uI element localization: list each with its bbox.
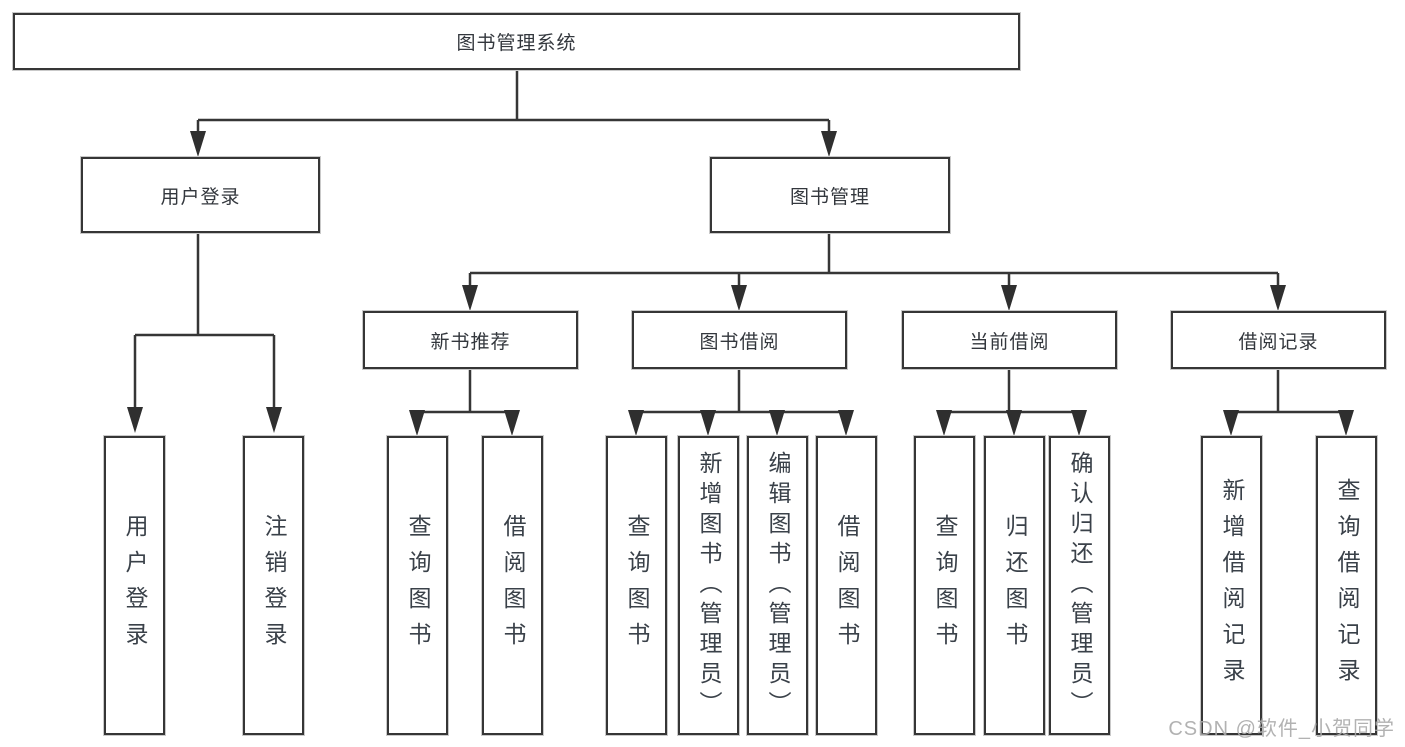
leaf-user-login-label: 用户登录 bbox=[122, 513, 148, 658]
node-root-label: 图书管理系统 bbox=[456, 33, 577, 54]
leaf-logout: 注销登录 bbox=[243, 436, 304, 735]
leaf-query-borrow-record-label: 查询借阅记录 bbox=[1334, 477, 1360, 694]
leaf-borrow-book-recommend-label: 借阅图书 bbox=[500, 513, 526, 658]
node-book-borrow: 图书借阅 bbox=[632, 311, 847, 369]
leaf-query-book-borrow-label: 查询图书 bbox=[624, 513, 650, 658]
leaf-confirm-return-admin: 确认归还（管理员） bbox=[1049, 436, 1110, 735]
leaf-logout-label: 注销登录 bbox=[261, 513, 287, 658]
leaf-return-book: 归还图书 bbox=[984, 436, 1045, 735]
leaf-confirm-return-admin-label: 确认归还（管理员） bbox=[1067, 450, 1093, 721]
leaf-borrow-book-recommend: 借阅图书 bbox=[482, 436, 543, 735]
leaf-query-book-current-label: 查询图书 bbox=[932, 513, 958, 658]
node-book-borrow-label: 图书借阅 bbox=[699, 331, 780, 353]
leaf-borrow-book-label: 借阅图书 bbox=[834, 513, 860, 658]
leaf-query-book-current: 查询图书 bbox=[914, 436, 975, 735]
node-borrow-records: 借阅记录 bbox=[1171, 311, 1386, 369]
leaf-query-book-recommend: 查询图书 bbox=[387, 436, 448, 735]
node-current-borrow-label: 当前借阅 bbox=[969, 331, 1050, 353]
node-borrow-records-label: 借阅记录 bbox=[1238, 331, 1319, 353]
leaf-return-book-label: 归还图书 bbox=[1002, 513, 1028, 658]
node-book-management: 图书管理 bbox=[710, 157, 950, 233]
leaf-add-borrow-record: 新增借阅记录 bbox=[1201, 436, 1262, 735]
node-user-login-label: 用户登录 bbox=[160, 186, 241, 208]
leaf-edit-book-admin-label: 编辑图书（管理员） bbox=[765, 450, 791, 721]
node-root: 图书管理系统 bbox=[13, 13, 1020, 70]
leaf-user-login: 用户登录 bbox=[104, 436, 165, 735]
leaf-add-book-admin: 新增图书（管理员） bbox=[678, 436, 739, 735]
leaf-add-book-admin-label: 新增图书（管理员） bbox=[696, 450, 722, 721]
node-user-login: 用户登录 bbox=[81, 157, 320, 233]
leaf-add-borrow-record-label: 新增借阅记录 bbox=[1219, 477, 1245, 694]
node-book-management-label: 图书管理 bbox=[789, 186, 870, 208]
csdn-watermark: CSDN @软件_小贺同学 bbox=[1168, 718, 1395, 740]
leaf-query-borrow-record: 查询借阅记录 bbox=[1316, 436, 1377, 735]
leaf-query-book-recommend-label: 查询图书 bbox=[405, 513, 431, 658]
node-new-book-recommend: 新书推荐 bbox=[363, 311, 578, 369]
leaf-borrow-book: 借阅图书 bbox=[816, 436, 877, 735]
leaf-edit-book-admin: 编辑图书（管理员） bbox=[747, 436, 808, 735]
node-new-book-recommend-label: 新书推荐 bbox=[430, 331, 511, 353]
node-current-borrow: 当前借阅 bbox=[902, 311, 1117, 369]
leaf-query-book-borrow: 查询图书 bbox=[606, 436, 667, 735]
